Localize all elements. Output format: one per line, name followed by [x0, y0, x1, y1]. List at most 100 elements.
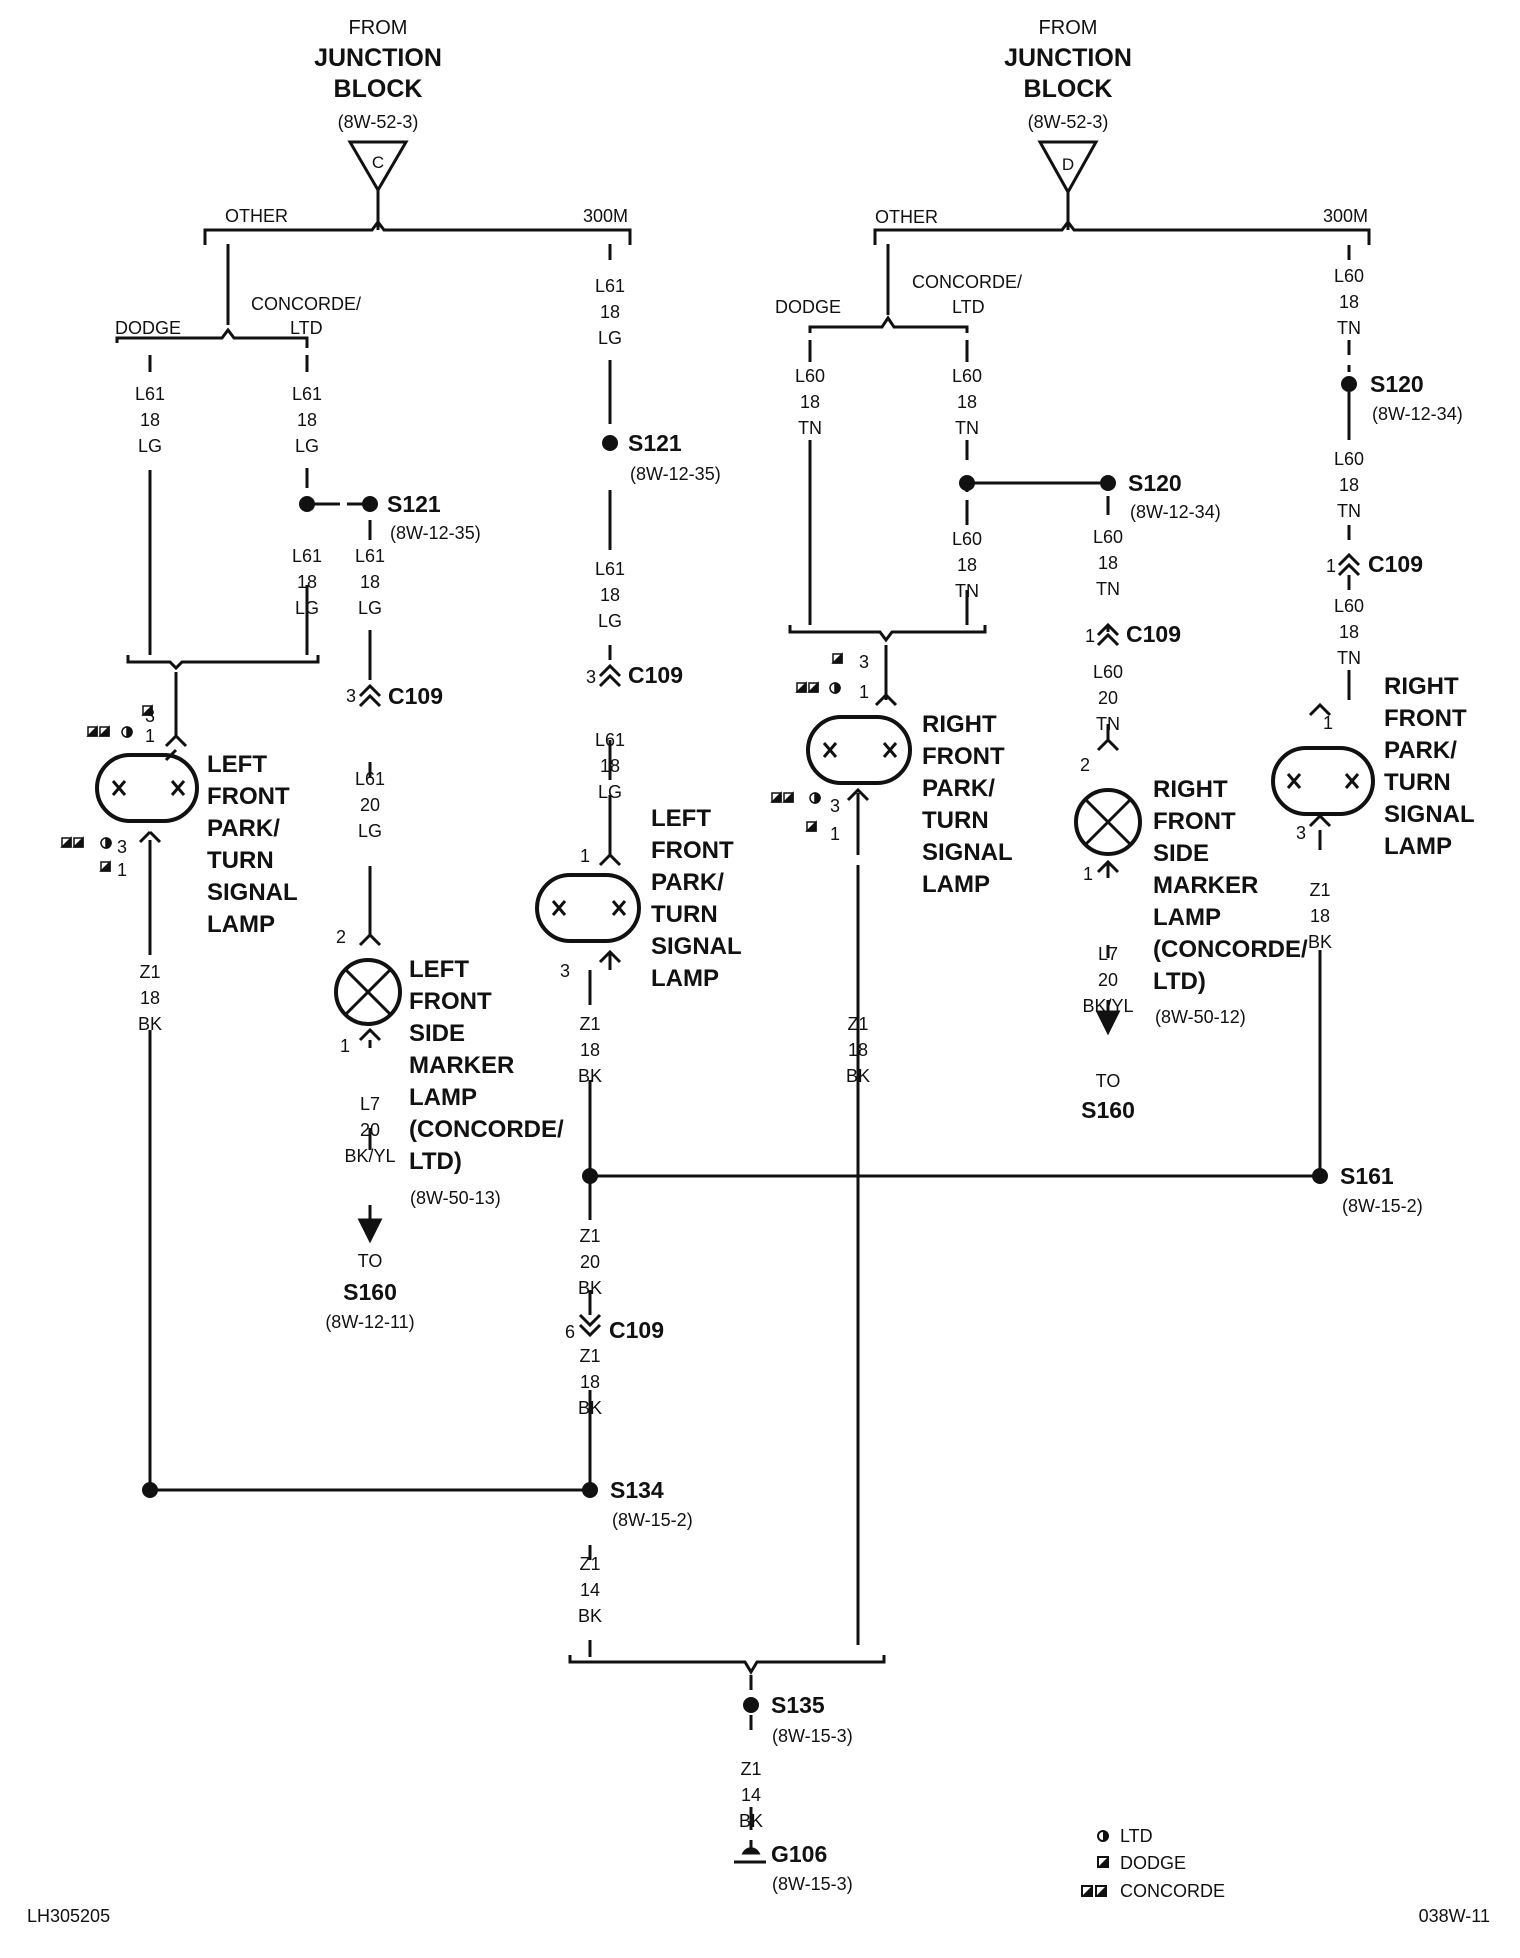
pin-symbols — [60, 652, 843, 872]
branch-ltd-right: LTD — [952, 297, 985, 317]
wire-color: BK — [846, 1066, 870, 1086]
jb-c-title1: JUNCTION — [314, 44, 442, 72]
wire-code: L61 — [292, 384, 322, 404]
jb-c-ref: (8W-52-3) — [338, 112, 419, 132]
splice-s135-name: S135 — [771, 1692, 825, 1718]
splice-s134-name: S134 — [610, 1477, 664, 1503]
wire-color: BK/YL — [1082, 996, 1133, 1016]
wire-gauge: 18 — [1339, 292, 1359, 312]
pin-number: 3 — [830, 796, 840, 816]
wire-gauge: 18 — [1339, 622, 1359, 642]
lamp-title-right-marker: RIGHT FRONT SIDE MARKER LAMP (CONCORDE/ … — [1153, 776, 1314, 995]
splice-dot — [602, 435, 618, 451]
wire-code: L60 — [952, 366, 982, 386]
s160-left-ref: (8W-12-11) — [325, 1312, 414, 1332]
wire-color: LG — [295, 598, 319, 618]
wire-color: BK/YL — [344, 1146, 395, 1166]
wire-gauge: 20 — [360, 795, 380, 815]
wire-code: Z1 — [139, 962, 160, 982]
jb-d-from: FROM — [1039, 17, 1098, 39]
s160-right-name: S160 — [1081, 1097, 1135, 1123]
wire-gauge: 14 — [741, 1785, 761, 1805]
pin-number: 1 — [1083, 864, 1093, 884]
wire-gauge: 20 — [1098, 688, 1118, 708]
pin-number: 1 — [117, 860, 127, 880]
splice-s121-mid-name: S121 — [628, 430, 682, 456]
c109-label-bottom: C109 — [609, 1317, 664, 1343]
pin-number: 1 — [145, 726, 155, 746]
wire-gauge: 20 — [360, 1120, 380, 1140]
wire-gauge: 18 — [800, 392, 820, 412]
ground-g106-name: G106 — [771, 1841, 827, 1867]
wire-code: L60 — [952, 529, 982, 549]
junction-block-c — [347, 140, 409, 193]
wire-code: L61 — [595, 730, 625, 750]
splice-s135-ref: (8W-15-3) — [772, 1726, 853, 1746]
branch-300m-right: 300M — [1323, 206, 1368, 226]
wire-gauge: 18 — [1098, 553, 1118, 573]
c109-label-left: C109 — [388, 683, 443, 709]
pin-number: 3 — [117, 837, 127, 857]
to-label-left: TO — [358, 1251, 383, 1271]
to-label-right: TO — [1096, 1071, 1121, 1091]
wire-gauge: 18 — [297, 410, 317, 430]
splice-s121-left-name: S121 — [387, 491, 441, 517]
wire-code: L61 — [135, 384, 165, 404]
jb-c-from: FROM — [349, 17, 408, 39]
splice-dot — [1312, 1168, 1328, 1184]
splice-s161-name: S161 — [1340, 1163, 1394, 1189]
splice-dot — [959, 475, 975, 491]
footer-code-left: LH305205 — [27, 1906, 110, 1926]
s160-left-name: S160 — [343, 1279, 397, 1305]
wire-gauge: 14 — [580, 1580, 600, 1600]
jb-d-title1: JUNCTION — [1004, 44, 1132, 72]
wire-gauge: 20 — [580, 1252, 600, 1272]
branch-dodge-left: DODGE — [115, 318, 181, 338]
ground-icon — [734, 1847, 766, 1864]
c109-pin-bottom: 6 — [565, 1322, 575, 1342]
wire-color: LG — [138, 436, 162, 456]
splice-dot — [1341, 376, 1357, 392]
wire-gauge: 18 — [600, 302, 620, 322]
wire-color: BK — [578, 1606, 602, 1626]
splice-s120-right-ref: (8W-12-34) — [1372, 404, 1463, 424]
wire-code: L61 — [355, 769, 385, 789]
wire-code: L7 — [1098, 944, 1118, 964]
wire-code: Z1 — [579, 1346, 600, 1366]
wire-code: L61 — [595, 559, 625, 579]
jb-d-title2: BLOCK — [1024, 75, 1113, 103]
wire-gauge: 18 — [957, 555, 977, 575]
footer-code-right: 038W-11 — [1419, 1906, 1490, 1926]
wire-color: TN — [1337, 501, 1361, 521]
wire-color: TN — [1337, 318, 1361, 338]
legend-icons — [1081, 1830, 1109, 1897]
wire-gauge: 18 — [580, 1040, 600, 1060]
wire-color: TN — [1096, 714, 1120, 734]
wire-color: LG — [295, 436, 319, 456]
wire-code: L60 — [1334, 596, 1364, 616]
wire-gauge: 18 — [140, 988, 160, 1008]
wire-gauge: 20 — [1098, 970, 1118, 990]
branch-other-left: OTHER — [225, 206, 288, 226]
wire-color: LG — [358, 598, 382, 618]
right-park-lamp-right-icon — [1271, 746, 1375, 816]
right-park-lamp-left-icon — [806, 715, 912, 785]
legend-concorde: CONCORDE — [1120, 1881, 1225, 1901]
c109-pin-mid: 3 — [586, 667, 596, 687]
wire-color: TN — [955, 418, 979, 438]
wire-color: BK — [578, 1066, 602, 1086]
wire-gauge: 18 — [1310, 906, 1330, 926]
jb-d-ref: (8W-52-3) — [1028, 112, 1109, 132]
pin-number: 3 — [859, 652, 869, 672]
pin-number: 3 — [145, 706, 155, 726]
wire-code: L7 — [360, 1094, 380, 1114]
splice-dot — [299, 496, 315, 512]
wire-color: LG — [358, 821, 382, 841]
left-park-lamp-right-icon — [535, 873, 641, 943]
splice-dot — [1100, 475, 1116, 491]
wire-code: Z1 — [579, 1554, 600, 1574]
branch-dodge-right: DODGE — [775, 297, 841, 317]
jb-d-letter: D — [1062, 155, 1074, 174]
c109-label-right: C109 — [1126, 621, 1181, 647]
